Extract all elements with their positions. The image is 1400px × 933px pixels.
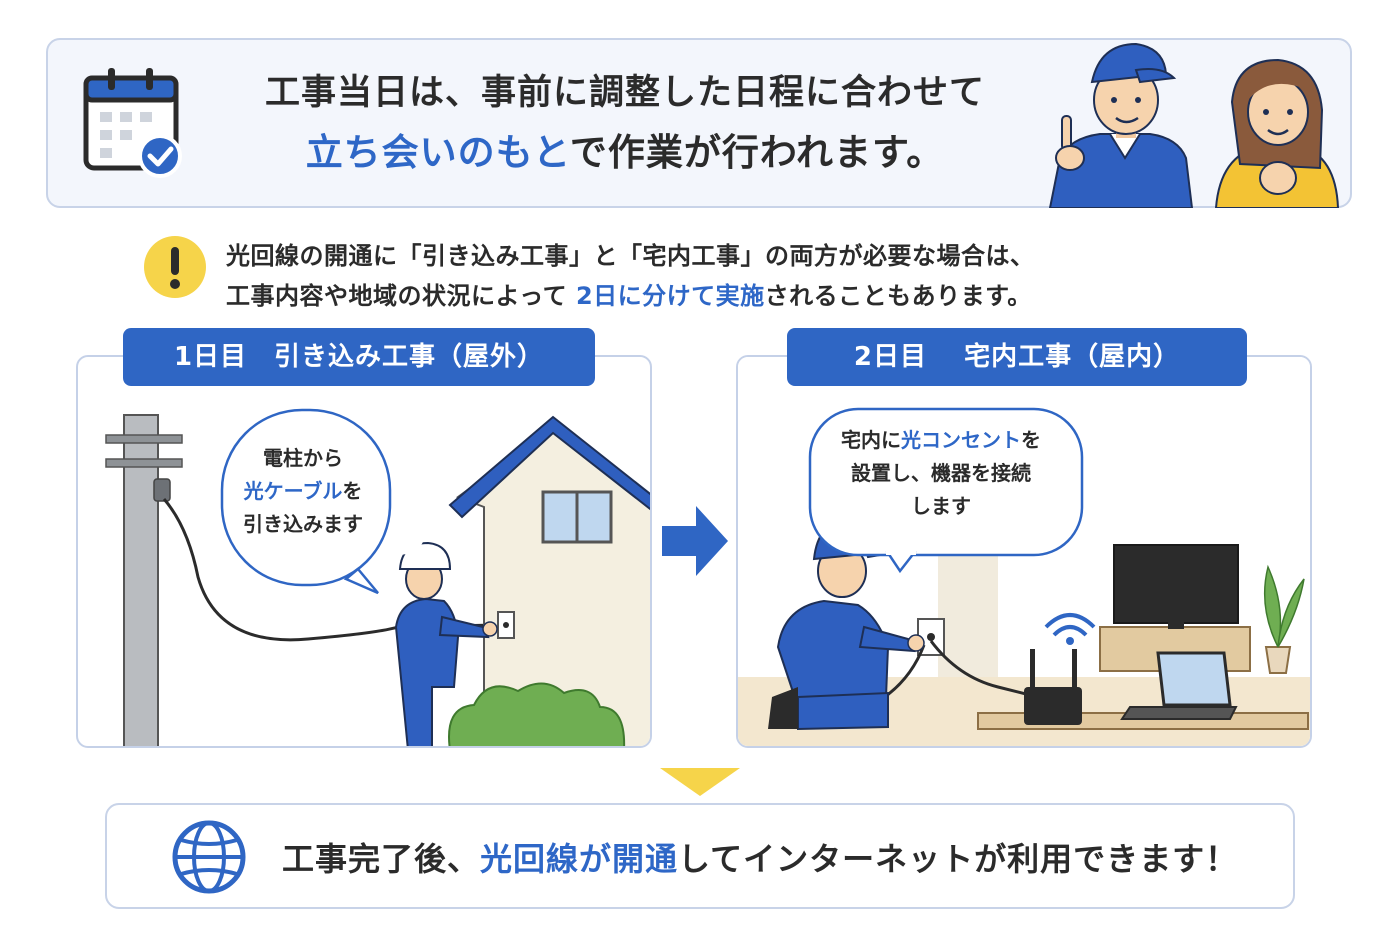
note-line-2: 工事内容や地域の状況によって 2日に分けて実施されることもあります。 (226, 276, 1032, 311)
day1-bubble-line-2: 光ケーブルを (218, 475, 388, 508)
bottom-message-after: してインターネットが利用できます！ (678, 840, 1239, 878)
day1-label: 1日目 引き込み工事（屋外） (123, 328, 595, 386)
day1-bubble-text: 電柱から 光ケーブルを 引き込みます (218, 442, 388, 541)
globe-icon (172, 820, 246, 894)
day2-bubble-line-3: します (911, 494, 971, 518)
triangle-down-icon (660, 768, 740, 796)
indoor-work-illustration (738, 357, 1310, 746)
bottom-message: 工事完了後、光回線が開通してインターネットが利用できます！ (282, 834, 1238, 880)
day1-bubble-highlight: 光ケーブル (243, 479, 343, 503)
day2-bubble-line-1-before: 宅内に (841, 428, 901, 452)
day1-bubble-line-3: 引き込みます (243, 512, 363, 536)
bottom-message-highlight: 光回線が開通 (480, 840, 679, 878)
bottom-message-before: 工事完了後、 (282, 840, 481, 878)
day1-bubble-line-1: 電柱から (263, 446, 343, 470)
headline-highlight: 立ち会いのもと (305, 131, 570, 174)
worker-and-customer-illustration (1048, 42, 1340, 208)
day2-panel (736, 355, 1312, 748)
note-line-2-after: されることもあります。 (764, 282, 1032, 310)
note-line-2-before: 工事内容や地域の状況によって (226, 282, 576, 310)
headline-line-2: 立ち会いのもとで作業が行われます。 (230, 122, 1020, 176)
headline-line-2-rest: で作業が行われます。 (569, 131, 945, 174)
exclamation-icon (144, 236, 206, 298)
headline-line-1: 工事当日は、事前に調整した日程に合わせて (264, 73, 985, 113)
calendar-check-icon (83, 68, 182, 178)
note-highlight: 2日に分けて実施 (575, 282, 765, 310)
day2-bubble-line-2: 設置し、機器を接続 (851, 461, 1031, 485)
day2-label: 2日目 宅内工事（屋内） (787, 328, 1247, 386)
day1-bubble-line-2-rest: を (342, 479, 363, 503)
arrow-right-icon (662, 506, 728, 576)
note-line-1: 光回線の開通に「引き込み工事」と「宅内工事」の両方が必要な場合は、 (226, 242, 1035, 270)
day2-bubble-highlight: 光コンセント (901, 428, 1021, 452)
day2-bubble-text: 宅内に光コンセントを 設置し、機器を接続 します (806, 424, 1076, 523)
outdoor-work-illustration (105, 408, 650, 746)
bottom-panel (105, 803, 1295, 909)
day2-bubble-line-1-after: を (1021, 428, 1041, 452)
day1-panel (76, 355, 652, 748)
day2-bubble-line-1: 宅内に光コンセントを (806, 424, 1076, 457)
